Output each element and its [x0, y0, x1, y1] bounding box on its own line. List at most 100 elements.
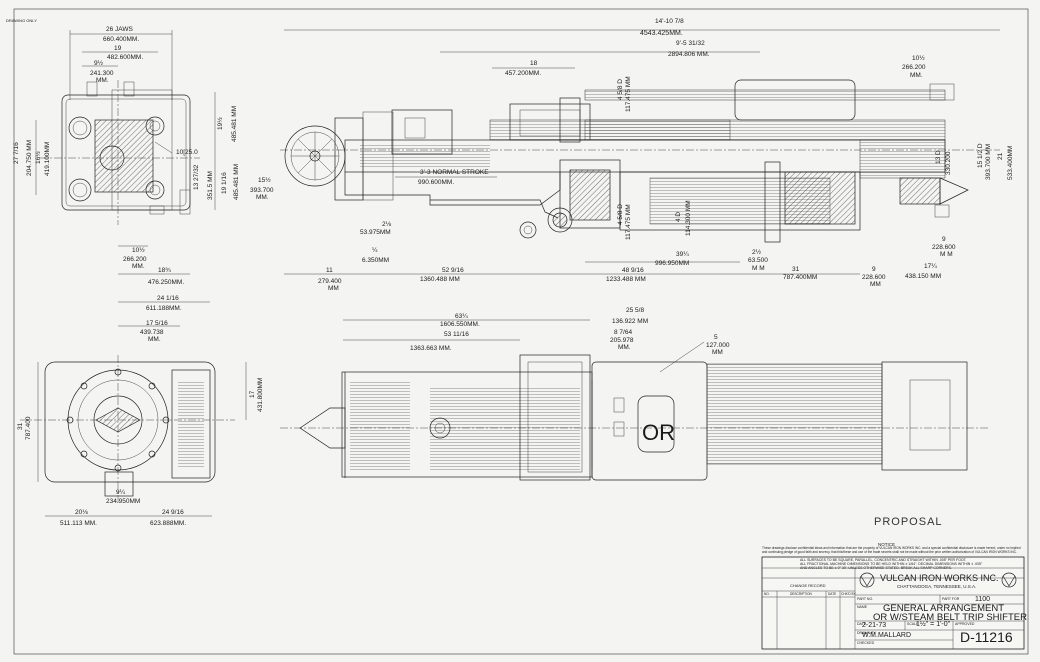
company-city: CHATTANOOGA, TENNESSEE, U.S.A.	[897, 584, 977, 589]
dim-18b-mm: 476.250MM.	[148, 279, 184, 286]
dim-8: 8 7/64	[614, 329, 632, 336]
or-label: OR	[642, 420, 675, 445]
dim-8-mm: 205.978	[610, 337, 634, 344]
dim-63-mm: 1606.550MM.	[440, 321, 480, 328]
spec-line-3: AND ANGLES TO BE ± 0° 30'. UNLESS OTHERW…	[800, 566, 952, 570]
dim-9r-mm: 228.600	[932, 244, 956, 251]
dim-13: 13 27/32	[193, 164, 200, 190]
dim-stroke: 3'-3 NORMAL STROKE	[420, 169, 489, 176]
title-block	[761, 556, 1025, 650]
dim-20-mm: 511.113 MM.	[60, 520, 97, 527]
dim-17-mm: 438.150 MM	[905, 273, 941, 280]
dim-9b-mm2: MM	[870, 281, 881, 288]
dim-bore: 10[25.0	[176, 149, 198, 156]
dim-21-mm: 533.400MM	[1007, 146, 1014, 180]
col-description: DESCRIPTION	[790, 592, 812, 596]
dim-11-mm: 279.400	[318, 278, 342, 285]
dim-53: 53 11/16	[444, 331, 469, 338]
dim-4c-mm: 114.300 MM	[685, 200, 692, 236]
col-no: NO.	[764, 592, 770, 596]
notice-text: These drawings disclose confidential ide…	[762, 546, 1021, 554]
dim-2: 2⅛	[382, 221, 392, 228]
dim-16: 16½	[34, 151, 42, 164]
dim-16-mm: 419.100MM	[44, 142, 51, 176]
dim-53-mm: 1363.663 MM.	[410, 345, 452, 352]
dim-9b: 9¼	[116, 489, 126, 496]
dim-24b-mm: 623.888MM.	[150, 520, 186, 527]
dim-10half-mm: 266.200	[123, 256, 147, 263]
dim-17v: 17	[249, 390, 256, 398]
spec-line-1: ALL SURFACES TO BE SQUARE, PARALLEL, CON…	[800, 558, 967, 562]
dim-39: 39¼	[676, 251, 689, 258]
dim-9b-mm: 228.600	[862, 274, 886, 281]
dim-19v-mm: 485.481 MM	[231, 106, 238, 142]
dim-27-mm: 204.750 MM	[26, 140, 33, 176]
dim-2r-mm: 63.500	[748, 257, 768, 264]
dim-19: 19	[114, 45, 122, 52]
dim-31: 31	[792, 266, 800, 273]
dim-17e: 17 5/16	[146, 320, 168, 327]
dim-95-mm: 2894.806 MM.	[668, 51, 710, 58]
part-no-label: PART NO.	[857, 597, 874, 601]
dim-2r-mm2: M M	[752, 265, 765, 272]
dim-overall-mm: 4543.425MM.	[640, 30, 683, 37]
dim-13r: 13 D	[935, 150, 942, 164]
dim-18t: 18	[530, 60, 538, 67]
dim-10r-mm: 266.200	[902, 64, 926, 71]
dim-9b2-mm: 234.950MM	[106, 498, 140, 505]
drawn-by-label: DRAWN BY	[857, 631, 876, 635]
dim-4d: 4 5/8 D	[617, 79, 624, 100]
drawing-title-1: GENERAL ARRANGEMENT	[883, 603, 1005, 614]
dim-9r: 9	[942, 236, 946, 243]
side-view-elevation	[280, 79, 1000, 243]
dim-13-mm: 351.5 MM	[207, 171, 214, 200]
dim-5: 5	[714, 334, 718, 341]
dim-9half-mm2: MM.	[96, 77, 109, 84]
drawing-title-2: OR W/STEAM BELT TRIP SHIFTER	[873, 612, 1027, 623]
dim-15r: 15 1/2 D	[977, 143, 984, 168]
dim-19v: 19½	[216, 117, 224, 130]
dim-17e-mm: 439.738	[140, 329, 164, 336]
dim-31v: 31	[17, 422, 24, 430]
dim-15-mm2: MM.	[256, 194, 269, 201]
dim-20: 20⅛	[75, 509, 88, 516]
end-view-bottom	[20, 355, 235, 505]
dim-stroke-mm: 990.600MM.	[418, 179, 454, 186]
dim-4d-mm: 117.475 MM	[625, 76, 632, 112]
dim-10r-mm2: MM.	[910, 72, 923, 79]
col-checked: CHK'D BY	[841, 592, 856, 596]
dim-15r-mm: 393.700 MM	[985, 144, 992, 180]
dim-31v-mm: 787.400	[25, 416, 32, 440]
dim-19v2-mm: 485.481 MM	[233, 164, 240, 200]
dim-overall: 14'-10 7/8	[655, 18, 684, 25]
dim-10r: 10½	[912, 54, 925, 62]
dim-4c: 4 D	[675, 212, 682, 222]
plan-view: OR	[280, 354, 990, 481]
dim-10half: 10½	[132, 246, 145, 254]
dim-27: 27 7/16	[13, 142, 20, 164]
dim-2-mm: 53.975MM	[360, 229, 391, 236]
dim-24: 24 1/16	[157, 295, 179, 302]
dim-18b: 18¾	[158, 267, 171, 274]
dim-48: 48 9/16	[622, 267, 644, 274]
dim-9half: 9½	[94, 59, 104, 67]
dim-4b: 4 5/8 D	[617, 204, 624, 225]
dim-15: 15½	[258, 176, 271, 184]
dim-17e-mm2: MM.	[148, 336, 161, 343]
proposal-stamp: PROPOSAL	[874, 516, 943, 528]
company-name: VULCAN IRON WORKS INC.	[880, 573, 999, 583]
dim-15-mm: 393.700	[250, 187, 274, 194]
dim-17v-mm: 431.800MM	[257, 378, 264, 412]
dim-4: ¼	[372, 247, 378, 254]
dim-5-mm2: MM	[712, 349, 723, 356]
change-record-label: CHANGE RECORD	[790, 583, 826, 588]
dim-10half-mm2: MM.	[132, 263, 145, 270]
dim-17: 17¼	[924, 263, 937, 270]
vulcan-logo-right	[1001, 572, 1017, 588]
dim-9half-mm: 241.300	[90, 70, 114, 77]
checked-label: CHECKED	[857, 641, 875, 645]
dim-4b-mm: 117.475 MM	[625, 204, 632, 240]
spec-line-2: ALL FRACTIONAL MACHINE DIMENSIONS TO BE …	[800, 562, 983, 566]
